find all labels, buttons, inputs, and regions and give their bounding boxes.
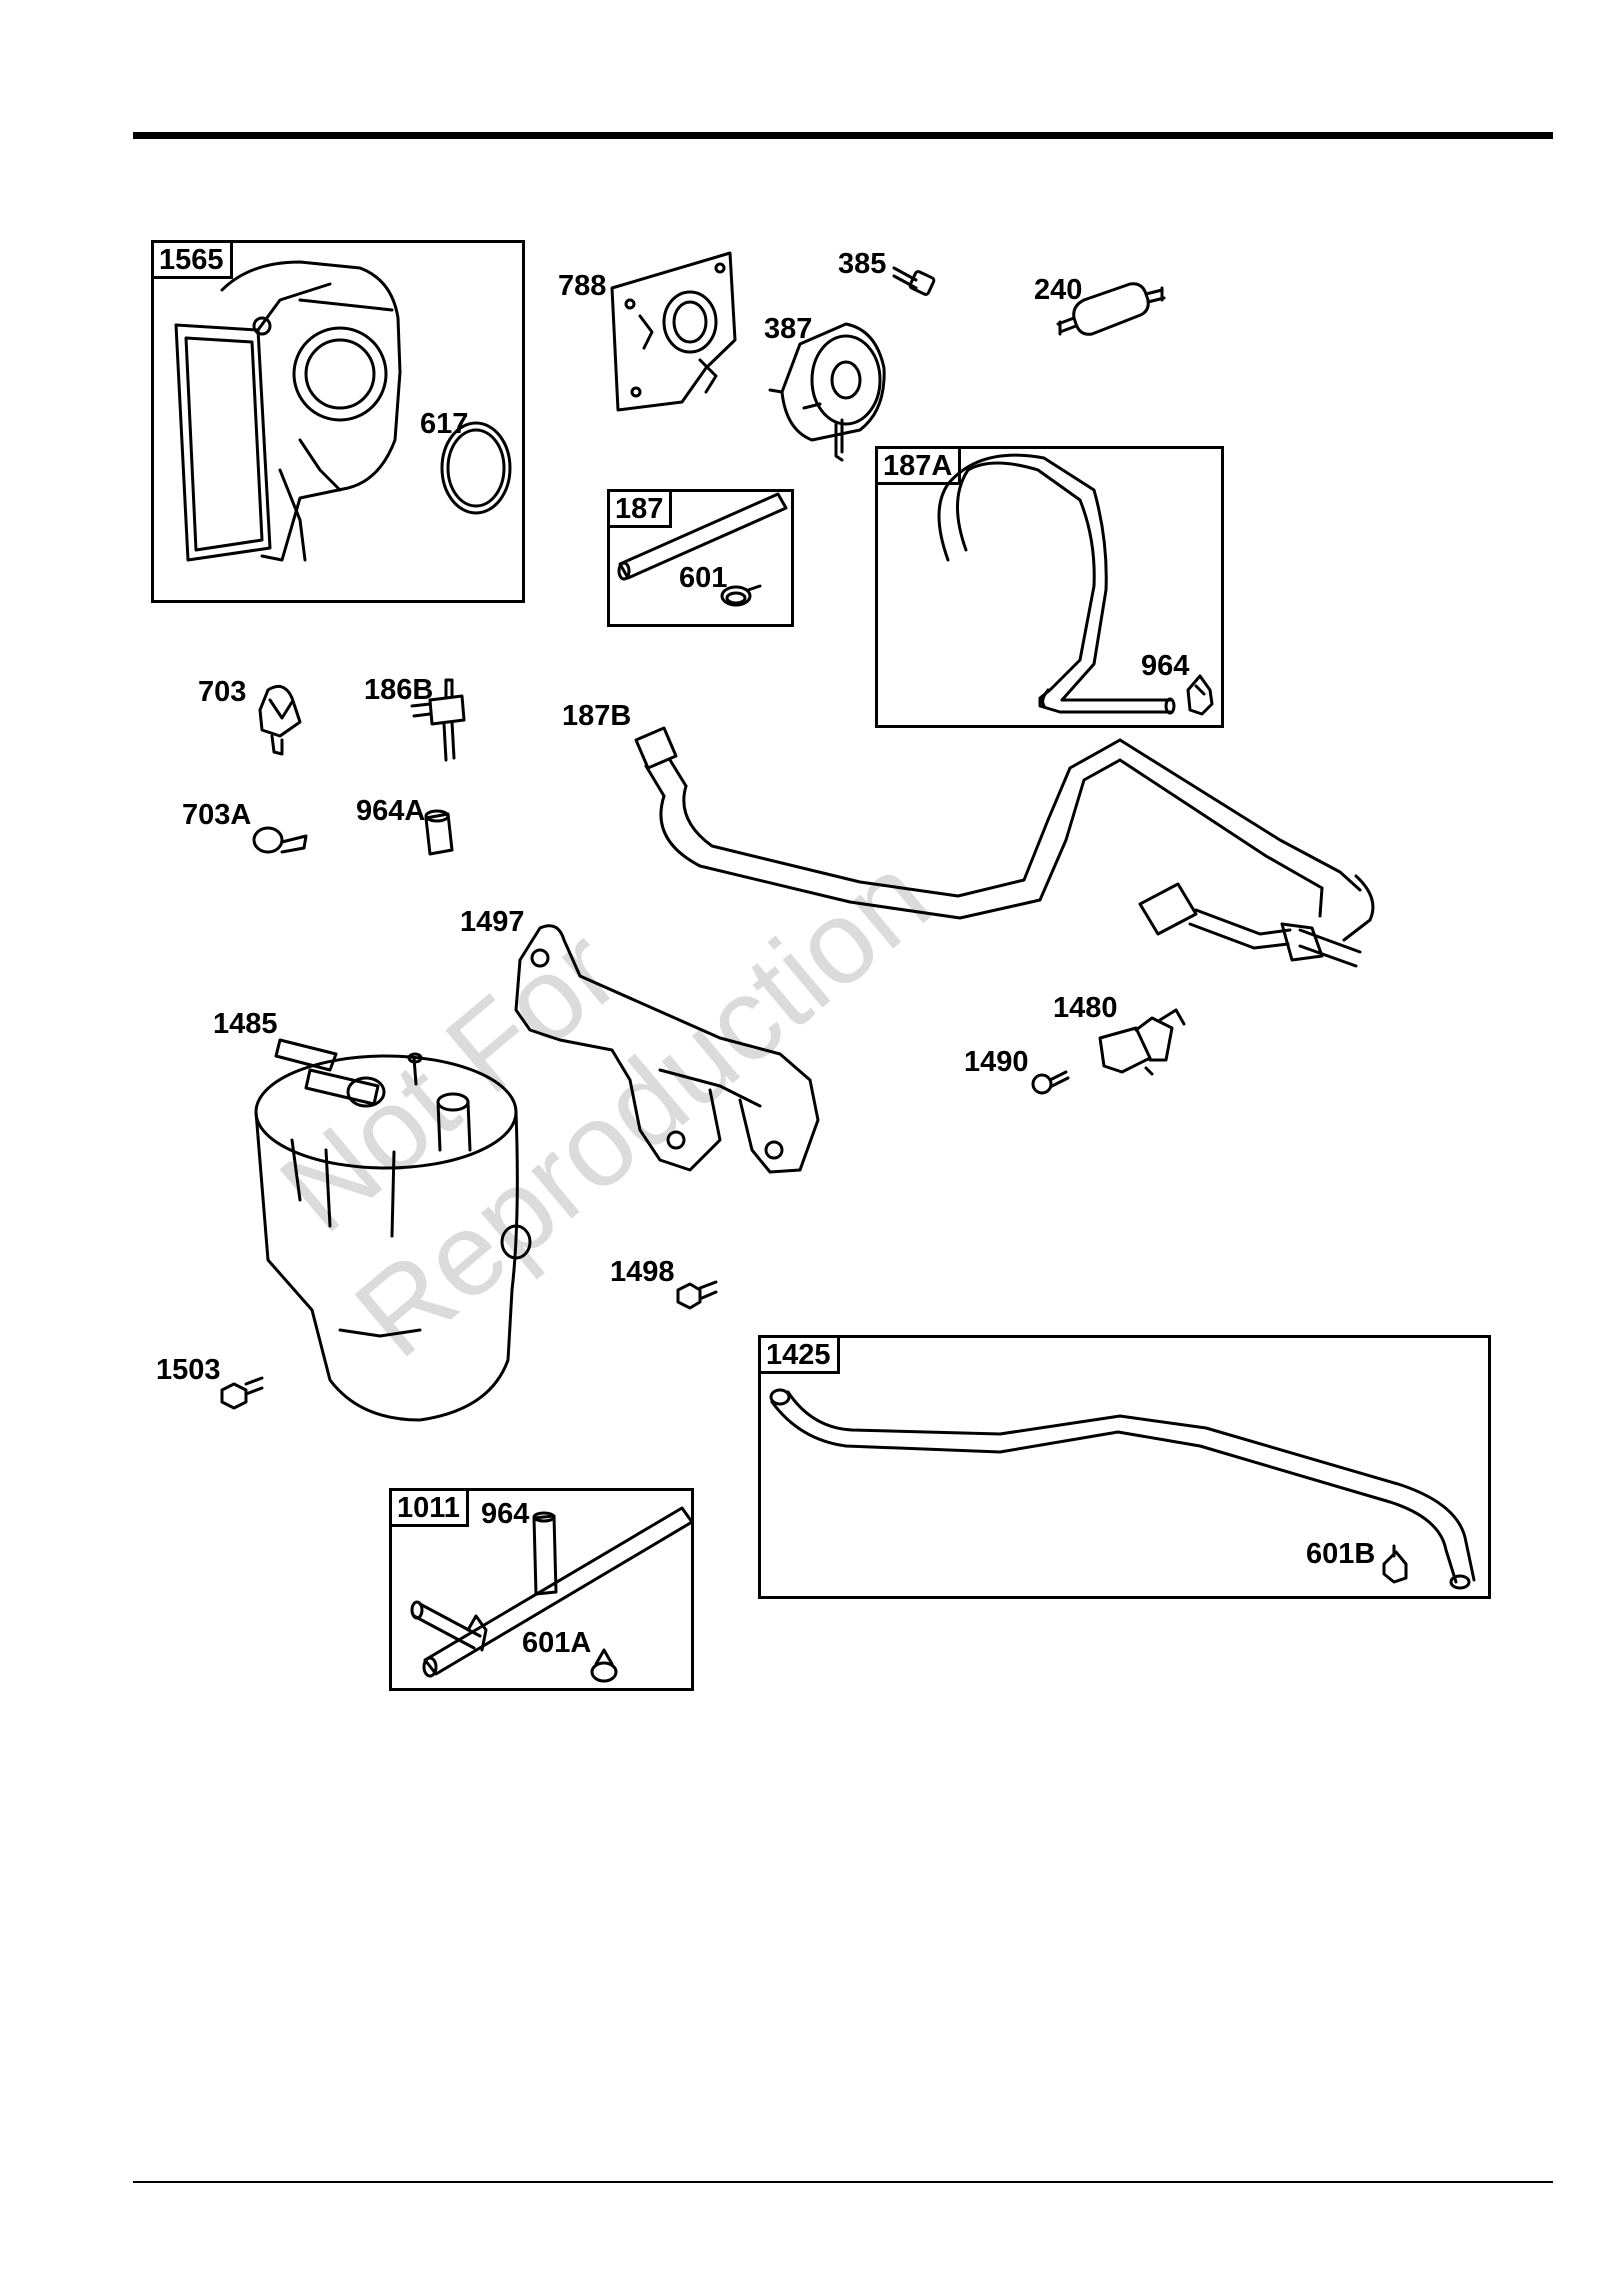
- clip-703: [260, 686, 300, 754]
- callout-385: 385: [838, 248, 886, 280]
- callout-1498: 1498: [610, 1256, 675, 1288]
- clip-703A: [254, 828, 306, 852]
- callout-703: 703: [198, 676, 246, 708]
- callout-601B: 601B: [1306, 1538, 1375, 1570]
- callout-964A: 964A: [356, 795, 425, 827]
- callout-617: 617: [420, 408, 468, 440]
- bracket-788: [612, 253, 735, 410]
- callout-964-top: 964: [1141, 650, 1189, 682]
- callout-1497: 1497: [460, 906, 525, 938]
- spacer-964A: [426, 811, 452, 854]
- clamp-601B: [1384, 1546, 1406, 1582]
- callout-788: 788: [558, 270, 606, 302]
- callout-387: 387: [764, 313, 812, 345]
- clamp-601: [722, 586, 760, 605]
- throttle-body-1565: [176, 262, 400, 560]
- callout-964-b: 964: [481, 1498, 529, 1530]
- callout-1503: 1503: [156, 1354, 221, 1386]
- bracket-1497: [516, 926, 818, 1172]
- screw-1498: [678, 1282, 716, 1308]
- screw-385: [894, 268, 935, 295]
- callout-601: 601: [679, 562, 727, 594]
- fuel-line-187B: [636, 728, 1373, 966]
- clamp-601A: [592, 1650, 616, 1681]
- callout-240: 240: [1034, 274, 1082, 306]
- callout-186B: 186B: [364, 674, 433, 706]
- canister-1485: [256, 1040, 530, 1420]
- callout-1485: 1485: [213, 1008, 278, 1040]
- callout-1480: 1480: [1053, 992, 1118, 1024]
- hose-187A: [939, 455, 1174, 713]
- callout-703A: 703A: [182, 799, 251, 831]
- callout-187B: 187B: [562, 700, 631, 732]
- clamp-964-top: [1188, 676, 1212, 714]
- screw-1503: [222, 1378, 262, 1408]
- screw-1490: [1033, 1072, 1068, 1093]
- callout-601A: 601A: [522, 1627, 591, 1659]
- spacer-964-b: [534, 1513, 556, 1594]
- callout-1490: 1490: [964, 1046, 1029, 1078]
